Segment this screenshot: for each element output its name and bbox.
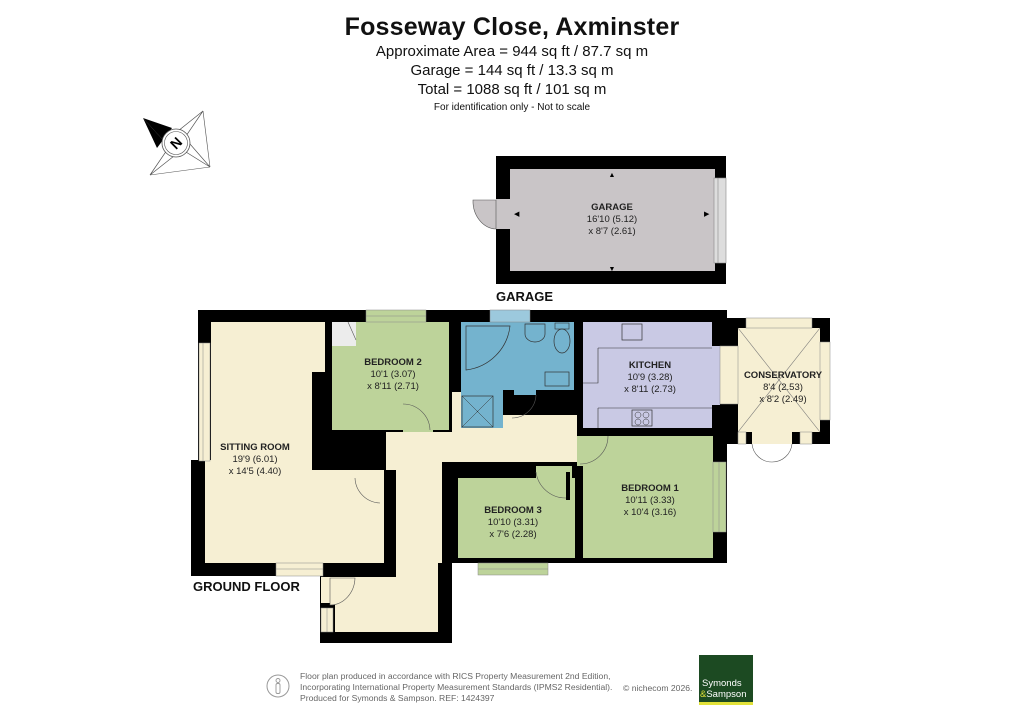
compass-north-icon: N (143, 110, 211, 176)
person-scale-icon (266, 674, 290, 698)
bedroom-1-dim1: 10'11 (3.33) (625, 495, 675, 506)
hallway-floor (335, 392, 577, 632)
conservatory-french-doors (751, 443, 793, 463)
kitchen-floor (583, 322, 720, 428)
garage-floor (510, 169, 715, 271)
kitchen-dim2: x 8'11 (2.73) (624, 384, 676, 395)
bedroom-2-dim2: x 8'11 (2.71) (367, 381, 419, 392)
kitchen-sink-icon (621, 323, 643, 341)
conservatory-dim1: 8'4 (2.53) (763, 382, 803, 393)
logo-line-1: Symonds (702, 678, 742, 689)
garage-room-dim2: x 8'7 (2.61) (588, 226, 635, 237)
property-title: Fosseway Close, Axminster (344, 13, 680, 41)
disclaimer: For identification only - Not to scale (433, 102, 591, 113)
logo-line-2: &Sampson (700, 689, 746, 700)
sitting-room-dim2: x 14'5 (4.40) (229, 466, 282, 477)
garage-room-name: GARAGE (591, 202, 633, 213)
plan-header: Fosseway Close, Axminster Approximate Ar… (0, 12, 1024, 114)
garage-room-dim1: 16'10 (5.12) (587, 214, 637, 225)
sitting-room-name: SITTING ROOM (220, 442, 290, 453)
footer-line-1: Floor plan produced in accordance with R… (300, 671, 611, 681)
approximate-area: Approximate Area = 944 sq ft / 87.7 sq m (375, 43, 649, 60)
bedroom-1-floor (583, 436, 713, 558)
bedroom-2-floor (332, 322, 449, 430)
logo-ampersand: & (700, 689, 707, 700)
corner-bath-icon (465, 325, 511, 371)
svg-text:◀: ◀ (514, 211, 520, 218)
footer-line-3: Produced for Symonds & Sampson. REF: 142… (300, 693, 495, 703)
bedroom-2-cupboard (332, 322, 356, 346)
garage-building: ▲ ▼ ◀ ▶ (472, 156, 727, 284)
front-door (329, 577, 356, 606)
bedroom-3-dim1: 10'10 (3.31) (488, 517, 538, 528)
garage-side-door (472, 199, 497, 230)
basin-icon (524, 323, 546, 343)
garage-area: Garage = 144 sq ft / 13.3 sq m (410, 62, 614, 79)
sitting-room-dim1: 19'9 (6.01) (232, 454, 277, 465)
conservatory-dim2: x 8'2 (2.49) (759, 394, 806, 405)
svg-text:▲: ▲ (609, 172, 616, 179)
conservatory-name: CONSERVATORY (744, 370, 823, 381)
bedroom-2-name: BEDROOM 2 (364, 357, 422, 368)
floor-label-ground: GROUND FLOOR (193, 579, 300, 594)
bedroom-3-dim2: x 7'6 (2.28) (489, 529, 536, 540)
logo-line-2-text: Sampson (706, 689, 747, 700)
kitchen-name: KITCHEN (629, 360, 671, 371)
sitting-room-floor (211, 322, 384, 563)
bedroom-3-floor (458, 478, 575, 558)
footer-notes: Floor plan produced in accordance with R… (300, 671, 720, 704)
total-area: Total = 1088 sq ft / 101 sq m (417, 81, 607, 98)
bedroom-2-dim1: 10'1 (3.07) (370, 369, 415, 380)
svg-text:▼: ▼ (609, 266, 616, 273)
symonds-sampson-logo: Symonds &Sampson (699, 655, 753, 705)
footer-line-2: Incorporating International Property Mea… (300, 682, 613, 692)
hob-icon (631, 409, 653, 427)
bedroom-1-dim2: x 10'4 (3.16) (624, 507, 677, 518)
ground-floor (191, 309, 831, 643)
svg-text:▶: ▶ (704, 211, 710, 218)
bedroom-3-name: BEDROOM 3 (484, 505, 542, 516)
floor-label-garage: GARAGE (496, 289, 553, 304)
copyright: © nichecom 2026. (623, 683, 693, 693)
kitchen-dim1: 10'9 (3.28) (627, 372, 672, 383)
bedroom-1-name: BEDROOM 1 (621, 483, 679, 494)
